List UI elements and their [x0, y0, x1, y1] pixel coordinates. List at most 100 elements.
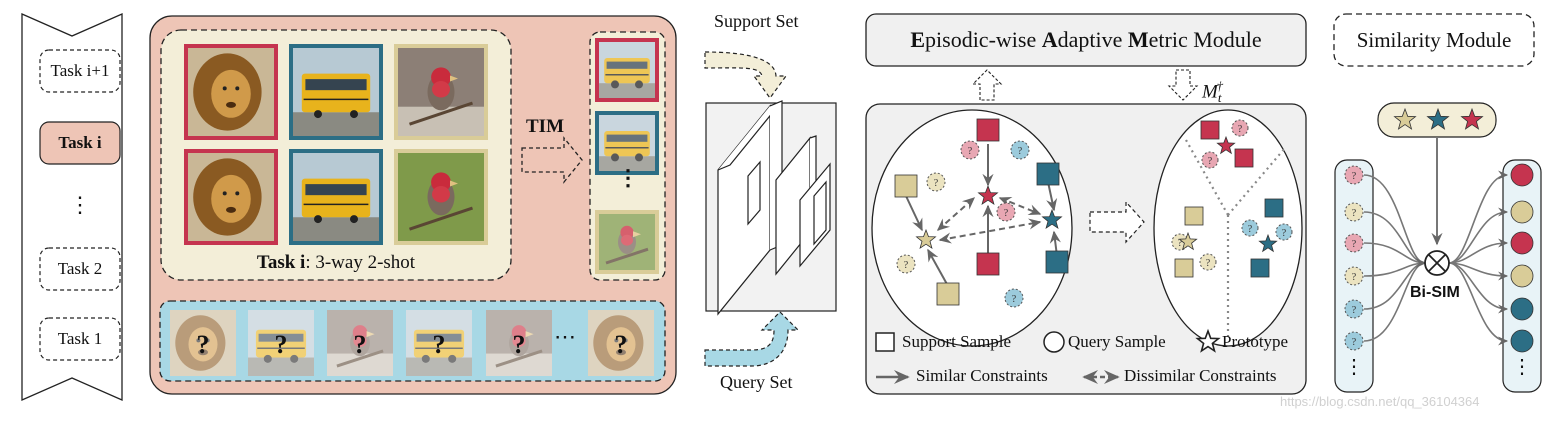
bird-branch	[409, 206, 473, 231]
legend-prototype-icon	[1195, 328, 1221, 353]
bisim-to-score-line	[1448, 170, 1509, 264]
task-box-1	[39, 317, 121, 361]
eam-title-part: daptive	[1057, 27, 1128, 52]
transformed-image	[595, 111, 659, 175]
legend-support-icon	[875, 332, 895, 352]
lion-face	[211, 69, 251, 118]
metric-sup: †	[1216, 78, 1223, 93]
support-image-bird	[394, 149, 488, 245]
task-label-current: Task i	[58, 133, 102, 152]
query-haze	[327, 310, 393, 376]
transform-haze	[597, 113, 657, 173]
bird-beak	[525, 331, 534, 338]
task-box-next	[39, 49, 121, 93]
sim-title-box	[1333, 13, 1535, 67]
bus-road	[248, 357, 314, 376]
bus-wheel	[611, 153, 619, 162]
lion-face	[211, 174, 251, 223]
down-arrow-icon	[1167, 69, 1199, 101]
query-to-bisim-line	[1363, 258, 1427, 342]
legend	[875, 328, 1221, 384]
lion-eye	[235, 86, 240, 91]
query-sample-icon	[1201, 151, 1219, 169]
query-set-arrow	[704, 311, 800, 367]
query-sample-icon	[1344, 165, 1364, 185]
bird-perch-bg	[396, 106, 486, 138]
bisim-to-score-line	[1448, 207, 1509, 264]
metric-symbol: M	[1202, 81, 1218, 103]
bus-wheel	[635, 153, 643, 162]
query-mark: ?	[1352, 239, 1357, 250]
lion-eye	[623, 338, 628, 343]
support-set-label: Support Set	[714, 11, 799, 31]
lion-nose	[616, 349, 626, 356]
query-sample-icon	[1344, 299, 1364, 319]
tim-arrow	[521, 136, 583, 184]
support-image-frame	[184, 44, 278, 140]
bus-windows	[416, 333, 462, 342]
up-arrow-icon	[971, 69, 1003, 101]
prototype-star	[1460, 107, 1484, 130]
query-question-mark: ?	[433, 330, 446, 359]
support-sample-square	[1036, 162, 1060, 186]
query-question-mark: ?	[513, 330, 526, 359]
bird-perch-bg	[486, 353, 552, 376]
query-mark: ?	[1282, 228, 1287, 239]
bird-perch-bg	[327, 353, 393, 376]
bus-wheel	[263, 354, 272, 363]
score-node	[1510, 297, 1534, 321]
support-image-frame	[289, 44, 383, 140]
lion-nose	[198, 349, 208, 356]
bus-wheel	[611, 80, 619, 89]
bus-wheel	[314, 110, 322, 119]
eam-title-part: etric Module	[1148, 27, 1262, 52]
support-image-school-bus	[289, 149, 383, 245]
score-node	[1510, 231, 1534, 255]
query-image: ?	[486, 310, 552, 376]
support-sample-square	[894, 174, 918, 198]
task-label-1: Task 1	[57, 329, 103, 348]
task-ellipsis: ⋮	[69, 192, 91, 217]
support-sample-square	[1234, 148, 1254, 168]
prototype-star-yellow	[915, 228, 937, 250]
support-sample-square	[1045, 250, 1069, 274]
bisim-label: Bi-SIM	[1410, 284, 1460, 301]
transformed-images	[595, 38, 659, 274]
query-haze	[248, 310, 314, 376]
transformed-frame	[595, 210, 659, 274]
query-mark: ?	[1206, 258, 1211, 269]
eam-title-part: A	[1041, 27, 1058, 52]
bus-wheel	[290, 354, 299, 363]
bus-road	[597, 83, 657, 100]
lion-nose	[226, 101, 236, 108]
score-node	[1510, 200, 1534, 224]
query-set-label: Query Set	[720, 372, 793, 392]
bus-windows	[258, 333, 304, 342]
support-sample-square	[1250, 258, 1270, 278]
support-sample-square	[1264, 198, 1284, 218]
task-panel: ??????	[149, 15, 677, 395]
support-set-arrow	[704, 51, 788, 100]
bus-road	[406, 357, 472, 376]
query-mark: ?	[1352, 337, 1357, 348]
query-image: ?	[170, 310, 236, 376]
support-sample-square	[1200, 120, 1220, 140]
query-sample-icon	[1344, 202, 1364, 222]
bird-branch	[336, 349, 384, 368]
task-caption-bold: Task i	[256, 252, 306, 273]
lion-face	[606, 327, 636, 362]
prototype-star	[1393, 107, 1417, 130]
query-sample-icon	[1344, 331, 1364, 351]
lion-eye	[235, 191, 240, 196]
bird-beak	[633, 231, 641, 238]
transformed-frame	[595, 38, 659, 102]
lion-eye	[222, 191, 227, 196]
bisim-to-score-line	[1448, 238, 1509, 264]
task-caption: Task i: 3-way 2-shot	[161, 252, 511, 274]
bird-beak	[450, 180, 458, 187]
bus-windows	[606, 61, 648, 69]
query-mark: ?	[1248, 224, 1253, 235]
bird-breast	[432, 80, 450, 98]
